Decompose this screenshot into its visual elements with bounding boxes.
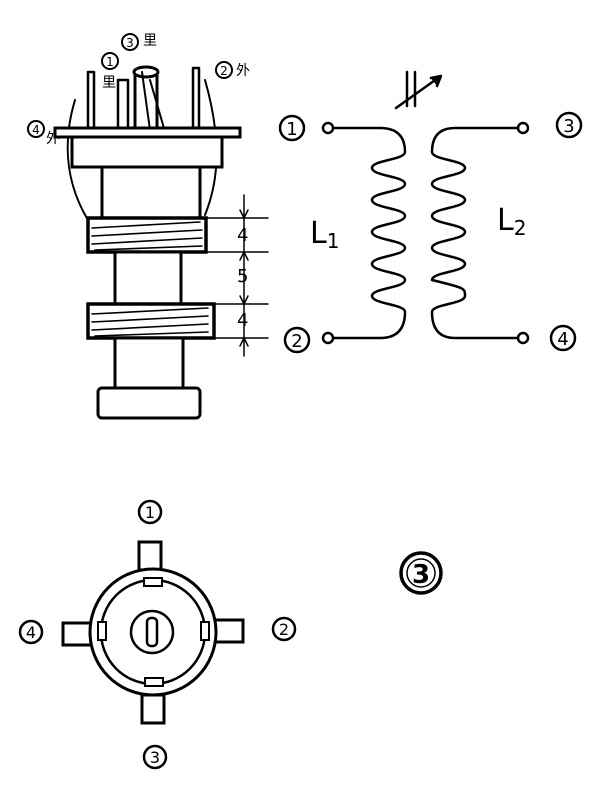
form-neck	[100, 165, 202, 221]
dim-label-lower: 4	[237, 310, 248, 331]
inductor-l1-coil	[328, 126, 407, 340]
dimension-lines	[205, 194, 269, 357]
callout-pin-3-note: 里	[143, 33, 157, 49]
base-tab-bottom	[140, 693, 166, 725]
coil-base-bottom-view: 1 2 3 4	[18, 499, 297, 770]
lead-wire-a	[66, 99, 89, 221]
lower-winding-hatch	[91, 307, 209, 337]
terminal-label-1-text: 1	[286, 119, 297, 140]
coil-form-side-view: 4 5 4 3 里 1 里 2 外 4 外	[27, 33, 269, 420]
form-bottom-cap	[96, 386, 202, 420]
callout-pin-4: 4 外	[27, 120, 60, 147]
terminal-label-1: 1	[278, 114, 306, 142]
pin-wire-3	[116, 78, 130, 132]
terminal-dot-4	[516, 331, 530, 345]
terminal-dot-1	[321, 121, 335, 135]
inductor-l1-label: L1	[310, 216, 339, 253]
terminal-label-3: 3	[555, 111, 583, 139]
base-pin-label-left-text: 4	[26, 623, 36, 642]
inductor-l2-name: L	[497, 203, 514, 238]
inductor-l2-coil	[430, 126, 523, 340]
terminal-dot-3	[516, 121, 530, 135]
base-slot-bottom	[144, 677, 164, 687]
slug-top	[132, 65, 160, 79]
callout-pin-2: 2 外	[215, 61, 250, 79]
callout-pin-3: 3 里	[121, 33, 157, 51]
callout-pin-4-note: 外	[46, 131, 60, 147]
base-tab-left	[61, 621, 93, 647]
terminal-label-3-text: 3	[563, 116, 574, 137]
callout-pin-1: 1 里	[101, 52, 119, 91]
base-pin-label-bottom-text: 3	[150, 748, 160, 767]
callout-pin-1-note: 里	[102, 75, 116, 91]
terminal-label-2: 2	[283, 326, 311, 354]
callout-pin-1-number: 1	[106, 55, 114, 69]
slug-line	[141, 71, 151, 131]
terminal-label-2-text: 2	[291, 331, 302, 352]
base-slot-right	[200, 621, 210, 641]
form-lower-core	[113, 336, 185, 392]
inductor-l1-subscript: 1	[327, 229, 340, 253]
callout-pin-3-number: 3	[126, 36, 134, 50]
callout-pin-2-note: 外	[236, 63, 250, 79]
figure-number-text: 3	[412, 560, 430, 590]
base-center-slot	[145, 616, 159, 648]
pin-wire-2	[191, 66, 201, 132]
terminal-label-4-text: 4	[557, 329, 568, 350]
base-pin-label-top: 1	[137, 499, 163, 525]
terminal-dot-2	[321, 331, 335, 345]
upper-winding-hatch	[91, 221, 203, 251]
dim-label-gap: 5	[237, 266, 248, 287]
figure-number-badge: 3	[399, 551, 443, 595]
inductor-l2-subscript: 2	[514, 216, 527, 240]
inductor-l2-label: L2	[497, 203, 526, 240]
base-center-hub	[129, 609, 175, 655]
pin-wire-1	[86, 70, 96, 132]
base-pin-label-right-text: 2	[279, 620, 289, 639]
inductor-l1-name: L	[310, 216, 327, 251]
base-pin-label-top-text: 1	[145, 503, 155, 522]
transformer-schematic: 1 2 3 4 L1 L2	[278, 70, 583, 354]
base-tab-top	[137, 540, 163, 572]
callout-pin-4-number: 4	[32, 123, 40, 137]
form-middle-core	[113, 250, 183, 306]
base-slot-left	[97, 621, 107, 641]
adjustable-core-symbol	[394, 70, 443, 110]
base-pin-label-bottom: 3	[142, 744, 168, 770]
base-tab-right	[213, 618, 245, 644]
base-pin-label-right: 2	[271, 616, 297, 642]
base-pin-label-left: 4	[18, 619, 44, 645]
terminal-label-4: 4	[549, 324, 577, 352]
form-upper-body	[70, 135, 224, 169]
base-slot-top	[143, 577, 163, 587]
dim-label-upper: 4	[237, 225, 248, 246]
callout-pin-2-number: 2	[220, 64, 228, 78]
